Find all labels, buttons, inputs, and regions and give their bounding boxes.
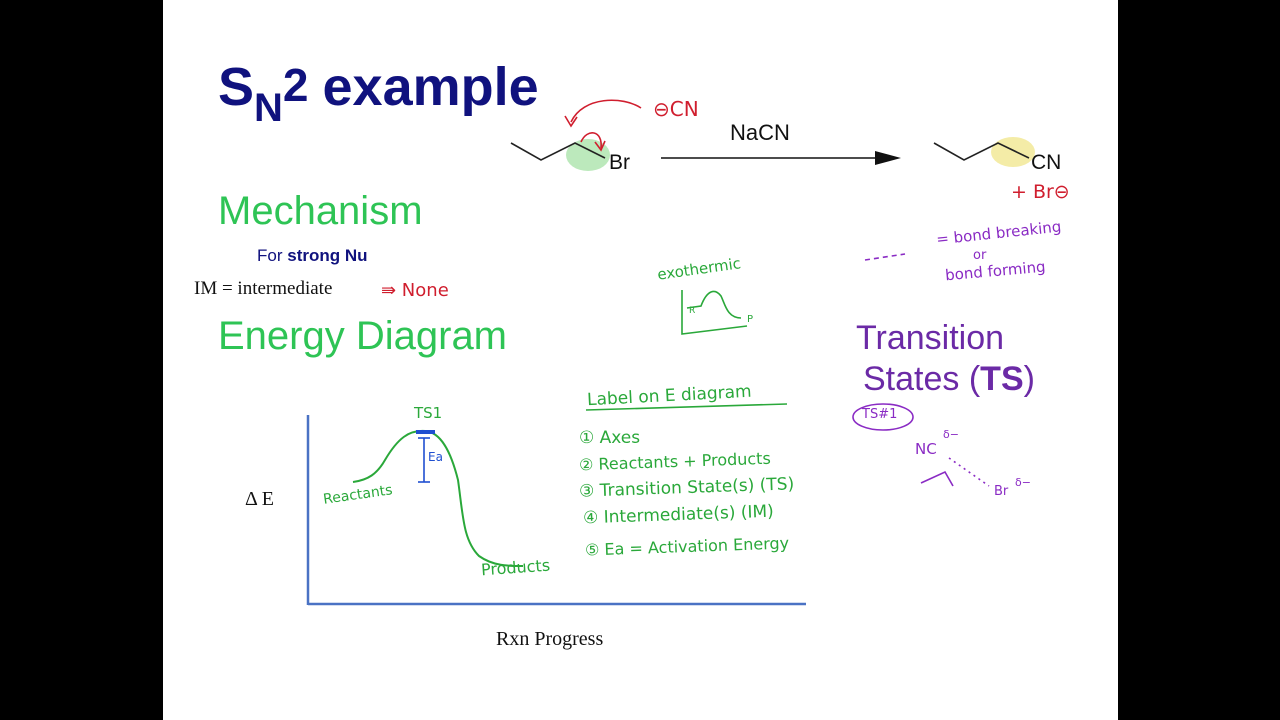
product-skeleton <box>933 142 1030 161</box>
mechanism-heading: Mechanism <box>218 189 423 233</box>
im-none-annotation: ⇛ None <box>381 280 449 301</box>
ts-heading-line1: Transition <box>856 319 1005 357</box>
ts-br-label: Br <box>994 484 1009 499</box>
energy-diagram-heading: Energy Diagram <box>218 314 508 358</box>
title-s: S <box>218 57 255 117</box>
leaving-group-arrow <box>580 132 602 149</box>
bond-legend-dash <box>864 253 906 261</box>
mini-diagram-curve <box>686 290 742 319</box>
ts-prefix: States ( <box>863 360 981 398</box>
product-group-label: CN <box>1031 151 1062 174</box>
reactant-skeleton <box>510 142 606 161</box>
ts-nc-delta: δ− <box>943 428 959 441</box>
product-highlight <box>991 137 1035 167</box>
nucleophile-annotation: ⊖CN <box>653 97 699 121</box>
ts1-label: TS1 <box>414 404 443 422</box>
ts-badge-circle <box>852 403 914 431</box>
strong-nu-note: For strong Nu <box>257 246 368 266</box>
mini-reactant-label: R <box>689 306 696 316</box>
mini-diagram-axes <box>681 290 748 335</box>
ts-abbrev: TS <box>980 360 1024 398</box>
mini-product-label: P <box>747 314 754 325</box>
leaving-group-label: Br <box>609 151 630 174</box>
title-subscript-n: N <box>254 86 283 130</box>
y-axis-label: Δ E <box>245 488 274 510</box>
attack-arrow-head <box>564 115 578 128</box>
ts-badge-label: TS#1 <box>862 407 898 422</box>
ts-suffix: ) <box>1023 360 1035 398</box>
label-title-underline <box>585 403 788 411</box>
checklist-item-1: ① Axes <box>579 428 641 448</box>
ts-heading-line2: States (TS) <box>863 360 1035 399</box>
ea-label: Ea <box>428 450 443 464</box>
drawing-layer <box>306 99 1035 606</box>
im-definition: IM = intermediate <box>194 278 333 299</box>
strong-nu: strong Nu <box>287 246 368 265</box>
byproduct-annotation: + Br⊖ <box>1011 181 1070 203</box>
energy-curve <box>352 429 524 567</box>
reaction-arrow-head <box>875 151 901 165</box>
ts-nc-label: NC <box>915 440 937 458</box>
reagent-label: NaCN <box>730 120 790 145</box>
leaving-arrow-head <box>594 140 606 152</box>
ts-br-delta: δ− <box>1015 476 1031 489</box>
bond-legend-line2: or <box>973 248 987 263</box>
ts-skeleton <box>920 470 954 487</box>
x-axis-label: Rxn Progress <box>496 628 604 650</box>
title-example: example <box>322 57 539 117</box>
ts-partial-bonds <box>948 457 990 487</box>
for-prefix: For <box>257 246 288 265</box>
title-number: 2 <box>282 59 309 111</box>
nucleophile-attack-arrow <box>570 99 642 123</box>
